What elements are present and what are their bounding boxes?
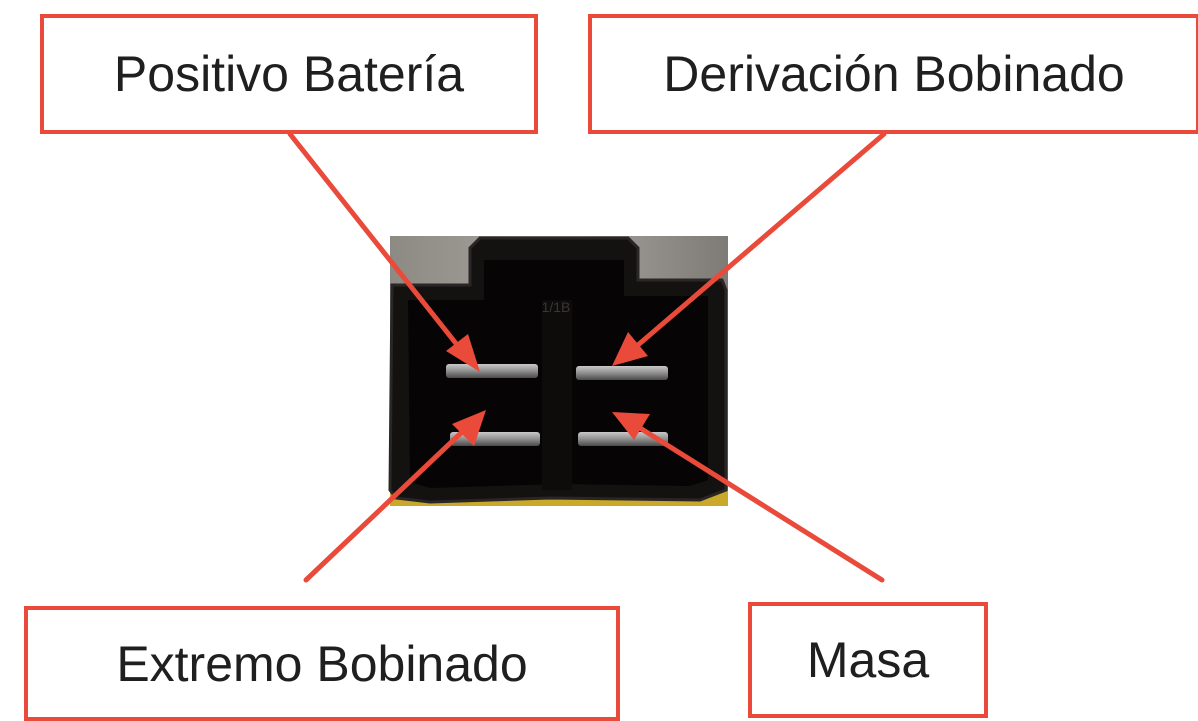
terminal-top-right [576,366,668,380]
connector-photo: 1/1B [388,236,728,506]
arrow-extremo-bobinado [303,410,486,583]
arrows [287,131,887,583]
arrow-positivo-bateria [287,131,480,372]
arrow-masa [612,412,885,583]
label-extremo-bobinado: Extremo Bobinado [24,606,620,721]
arrow-derivacion-bobinado [612,131,887,366]
label-positivo-bateria: Positivo Batería [40,14,538,134]
terminal-top-left [446,364,538,378]
terminal-bottom-right [578,432,668,446]
connector-marking: 1/1B [542,299,571,315]
label-derivacion-bobinado: Derivación Bobinado [588,14,1198,134]
label-masa: Masa [748,602,988,718]
